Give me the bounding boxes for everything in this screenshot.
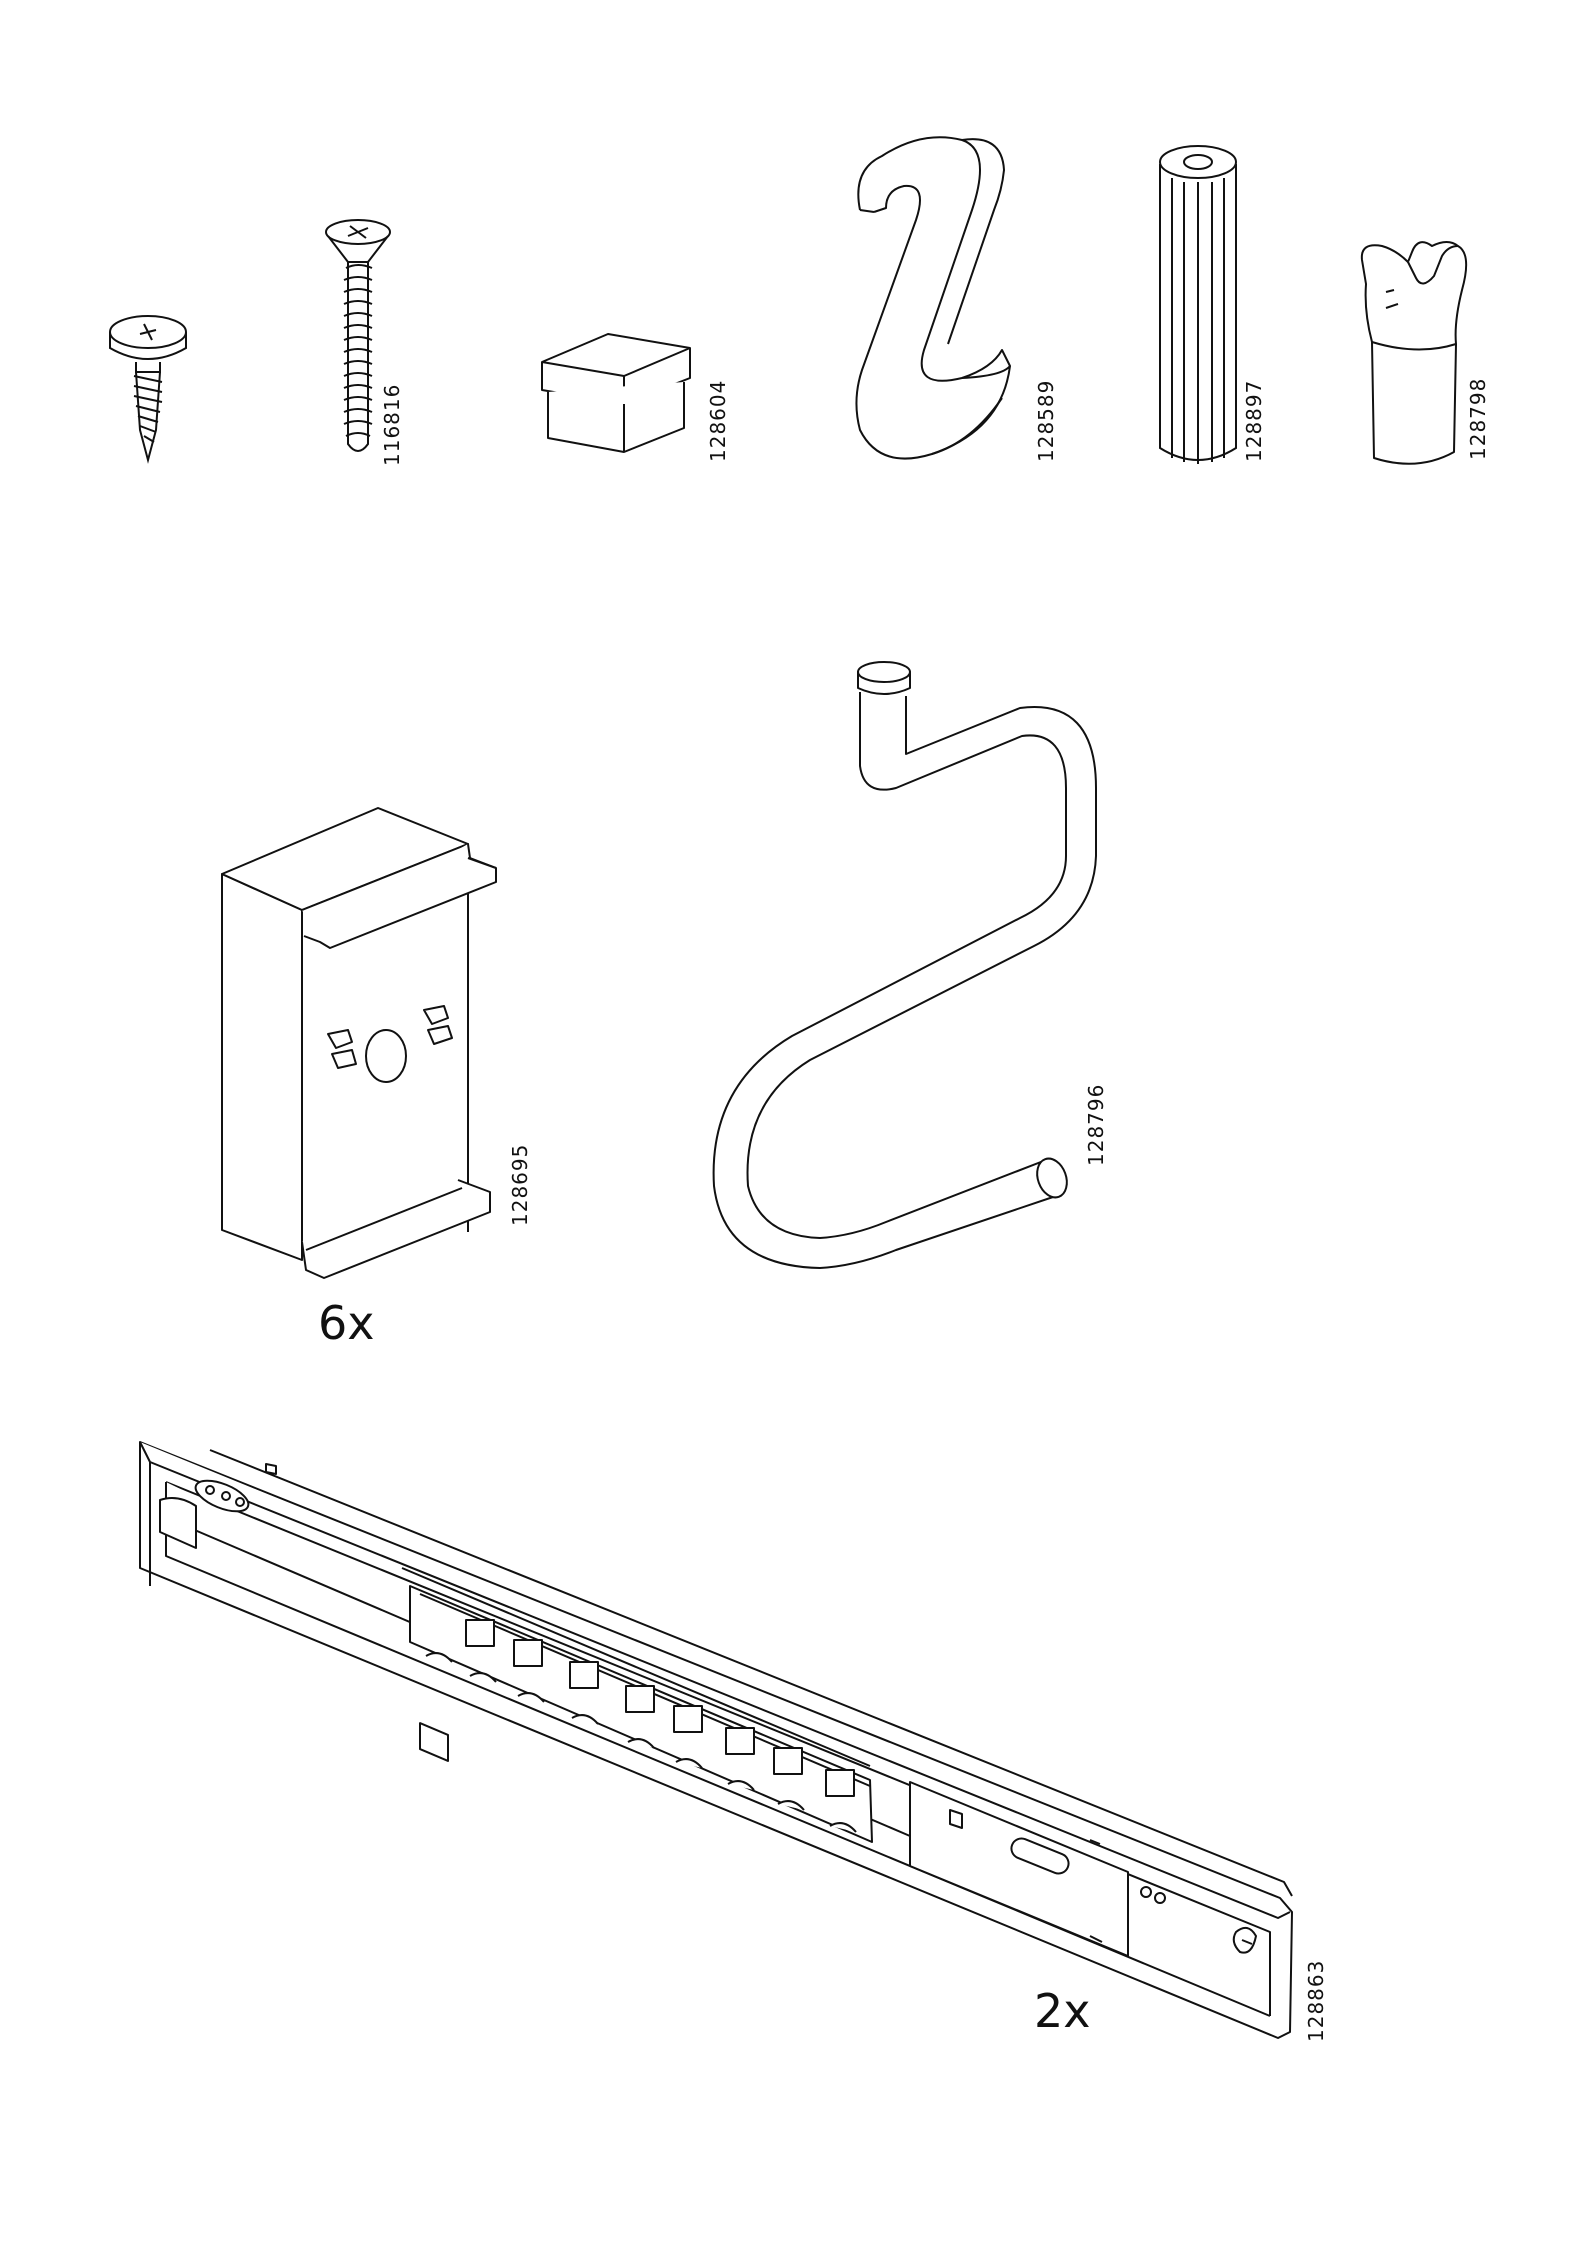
part-drawer-runner: 128863 2x bbox=[130, 1436, 1330, 2046]
part-long-screw: 116816 bbox=[318, 218, 398, 468]
part-code-128589: 128589 bbox=[1034, 380, 1058, 462]
part-code-128796: 128796 bbox=[1084, 1084, 1108, 1166]
part-rod-hook: 128796 bbox=[700, 656, 1100, 1276]
part-code-116816: 116816 bbox=[380, 384, 404, 466]
cap-block-icon bbox=[538, 328, 718, 468]
part-clip: 128798 bbox=[1358, 232, 1488, 472]
part-flat-s-hook: 128589 bbox=[852, 130, 1052, 470]
part-code-128897: 128897 bbox=[1242, 380, 1266, 462]
part-code-128798: 128798 bbox=[1466, 378, 1490, 460]
flat-s-hook-icon bbox=[852, 130, 1052, 470]
quantity-2x: 2x bbox=[1034, 1984, 1091, 2038]
part-cap-block: 128604 bbox=[538, 328, 718, 468]
small-screw-icon bbox=[100, 310, 200, 470]
part-small-screw bbox=[100, 310, 200, 470]
part-code-128863: 128863 bbox=[1304, 1960, 1328, 2042]
part-bracket-box: 128695 6x bbox=[210, 802, 540, 1282]
part-code-128695: 128695 bbox=[508, 1144, 532, 1226]
quantity-6x: 6x bbox=[318, 1296, 375, 1350]
drawer-runner-icon bbox=[130, 1436, 1330, 2046]
part-code-128604: 128604 bbox=[706, 380, 730, 462]
part-dowel: 128897 bbox=[1158, 142, 1278, 472]
rod-hook-icon bbox=[700, 656, 1100, 1276]
bracket-box-icon bbox=[210, 802, 540, 1282]
